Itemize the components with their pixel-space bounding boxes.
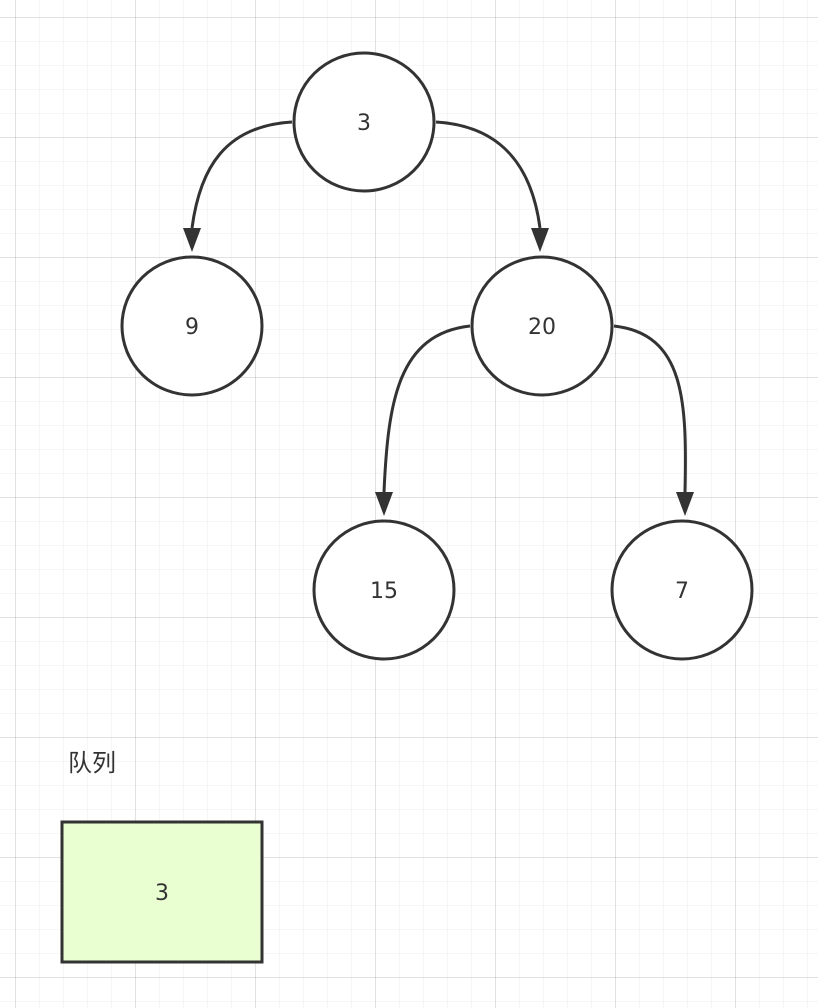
queue-cell-label: 3 bbox=[155, 881, 169, 906]
tree-node-label: 15 bbox=[370, 579, 398, 604]
queue-cell[interactable]: 3 bbox=[60, 820, 264, 964]
tree-node-15[interactable]: 15 bbox=[312, 519, 456, 661]
tree-node-label: 9 bbox=[185, 315, 199, 340]
tree-node-3[interactable]: 3 bbox=[292, 51, 436, 193]
arrowhead-3-to-20 bbox=[531, 228, 549, 252]
edge-20-to-15 bbox=[382, 324, 471, 493]
tree-node-label: 3 bbox=[357, 111, 371, 136]
tree-node-9[interactable]: 9 bbox=[120, 255, 264, 397]
queue-title: 队列 bbox=[68, 749, 116, 777]
edge-3-to-20 bbox=[435, 120, 542, 229]
tree-node-7[interactable]: 7 bbox=[610, 519, 754, 661]
arrowhead-3-to-9 bbox=[183, 228, 201, 252]
edge-20-to-7 bbox=[613, 324, 687, 493]
arrowhead-20-to-15 bbox=[375, 492, 393, 516]
tree-node-20[interactable]: 20 bbox=[470, 255, 614, 397]
tree-node-label: 20 bbox=[528, 315, 556, 340]
tree-node-label: 7 bbox=[675, 579, 689, 604]
edge-3-to-9 bbox=[190, 120, 293, 229]
arrowhead-20-to-7 bbox=[676, 492, 694, 516]
